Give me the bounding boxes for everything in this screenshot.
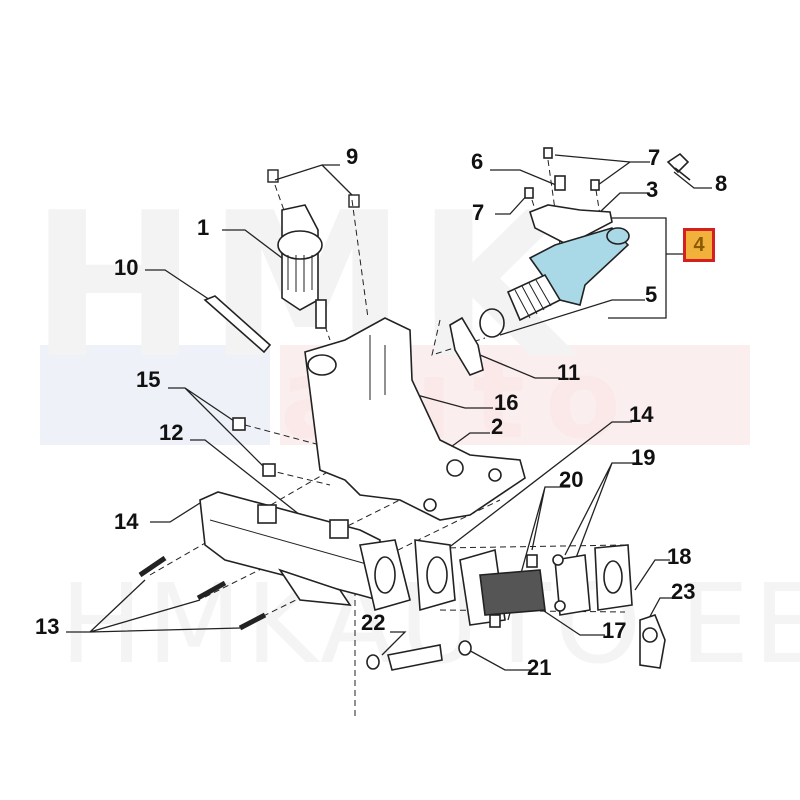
- callout-22[interactable]: 22: [361, 610, 386, 635]
- egr-valve-1: [277, 204, 327, 329]
- callout-5[interactable]: 5: [645, 282, 658, 307]
- callout-21[interactable]: 21: [527, 655, 552, 680]
- callout-17[interactable]: 17: [602, 618, 627, 643]
- callout-12[interactable]: 12: [159, 420, 184, 445]
- callout-20[interactable]: 20: [559, 467, 584, 492]
- seal-ring-5: [479, 308, 505, 338]
- callout-13[interactable]: 13: [35, 614, 60, 639]
- callout-6[interactable]: 6: [471, 149, 484, 174]
- bolt-20: [489, 554, 538, 628]
- callout-2[interactable]: 2: [491, 414, 504, 439]
- callout-18[interactable]: 18: [667, 544, 692, 569]
- nut-19: [552, 554, 566, 612]
- callout-14-left[interactable]: 14: [114, 509, 139, 534]
- callout-11[interactable]: 11: [557, 360, 581, 385]
- cover-3: [524, 147, 691, 246]
- callout-9[interactable]: 9: [346, 144, 359, 169]
- bolt-9: [267, 169, 360, 208]
- bolt-12: [262, 463, 276, 477]
- callout-8[interactable]: 8: [715, 171, 728, 196]
- callout-15[interactable]: 15: [136, 367, 161, 392]
- egr-pipe-4: [506, 227, 630, 322]
- callout-23[interactable]: 23: [671, 579, 696, 604]
- bolt-15: [232, 417, 246, 431]
- callout-7-top[interactable]: 7: [648, 145, 661, 170]
- callout-4-highlighted[interactable]: 4: [683, 228, 715, 262]
- callout-7-left[interactable]: 7: [472, 200, 485, 225]
- clip-22: [366, 640, 472, 670]
- gasket-18: [594, 544, 633, 611]
- housing-2: [304, 317, 526, 521]
- callout-10[interactable]: 10: [114, 255, 139, 280]
- callout-14-right[interactable]: 14: [629, 402, 654, 427]
- gasket-14: [359, 539, 456, 612]
- callout-19[interactable]: 19: [631, 445, 656, 470]
- callout-1[interactable]: 1: [197, 215, 210, 240]
- callout-16[interactable]: 16: [494, 390, 519, 415]
- clamp-11: [449, 316, 484, 376]
- fitting-23: [639, 614, 666, 669]
- watermark-band-blue: [40, 345, 270, 445]
- egr-cooler: [199, 491, 381, 606]
- tube-21: [387, 644, 443, 671]
- flex-pipe-17: [459, 548, 591, 626]
- callout-3[interactable]: 3: [646, 177, 659, 202]
- sensor-10: [203, 295, 272, 354]
- bolt-13: [138, 555, 267, 631]
